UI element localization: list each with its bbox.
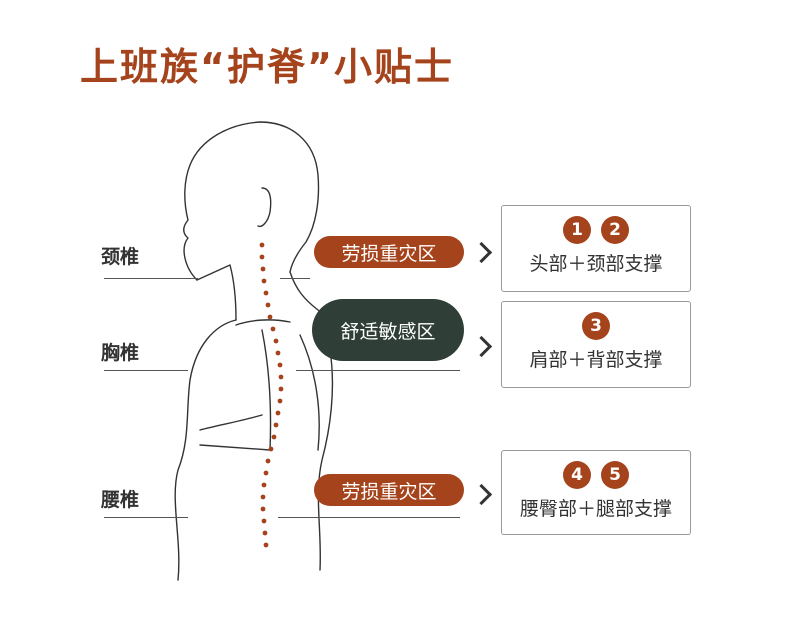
region-label-thoracic: 胸椎 <box>101 342 140 364</box>
support-card: 3 肩部＋背部支撑 <box>501 301 691 388</box>
support-description: 肩部＋背部支撑 <box>529 349 663 371</box>
number-badge: 2 <box>601 216 629 244</box>
support-card: 1 2 头部＋颈部支撑 <box>501 205 691 292</box>
support-description: 头部＋颈部支撑 <box>529 253 663 275</box>
divider-line <box>278 517 460 518</box>
tag-comfort-zone: 舒适敏感区 <box>312 299 464 361</box>
number-badge: 1 <box>563 216 591 244</box>
number-badge: 4 <box>563 461 591 489</box>
tag-strain-zone: 劳损重灾区 <box>314 474 464 506</box>
support-card: 4 5 腰臀部＋腿部支撑 <box>501 450 691 535</box>
divider-line <box>296 370 460 371</box>
divider-line <box>104 278 198 279</box>
divider-line <box>104 517 188 518</box>
divider-line <box>104 370 188 371</box>
number-badge: 3 <box>582 312 610 340</box>
support-description: 腰臀部＋腿部支撑 <box>519 498 672 520</box>
region-label-lumbar: 腰椎 <box>101 489 140 511</box>
tag-strain-zone: 劳损重灾区 <box>314 236 464 268</box>
number-badge: 5 <box>601 461 629 489</box>
spine-dots <box>259 242 284 548</box>
divider-line <box>280 278 310 279</box>
page-title: 上班族“护脊”小贴士 <box>80 45 454 89</box>
region-label-cervical: 颈椎 <box>101 246 140 268</box>
